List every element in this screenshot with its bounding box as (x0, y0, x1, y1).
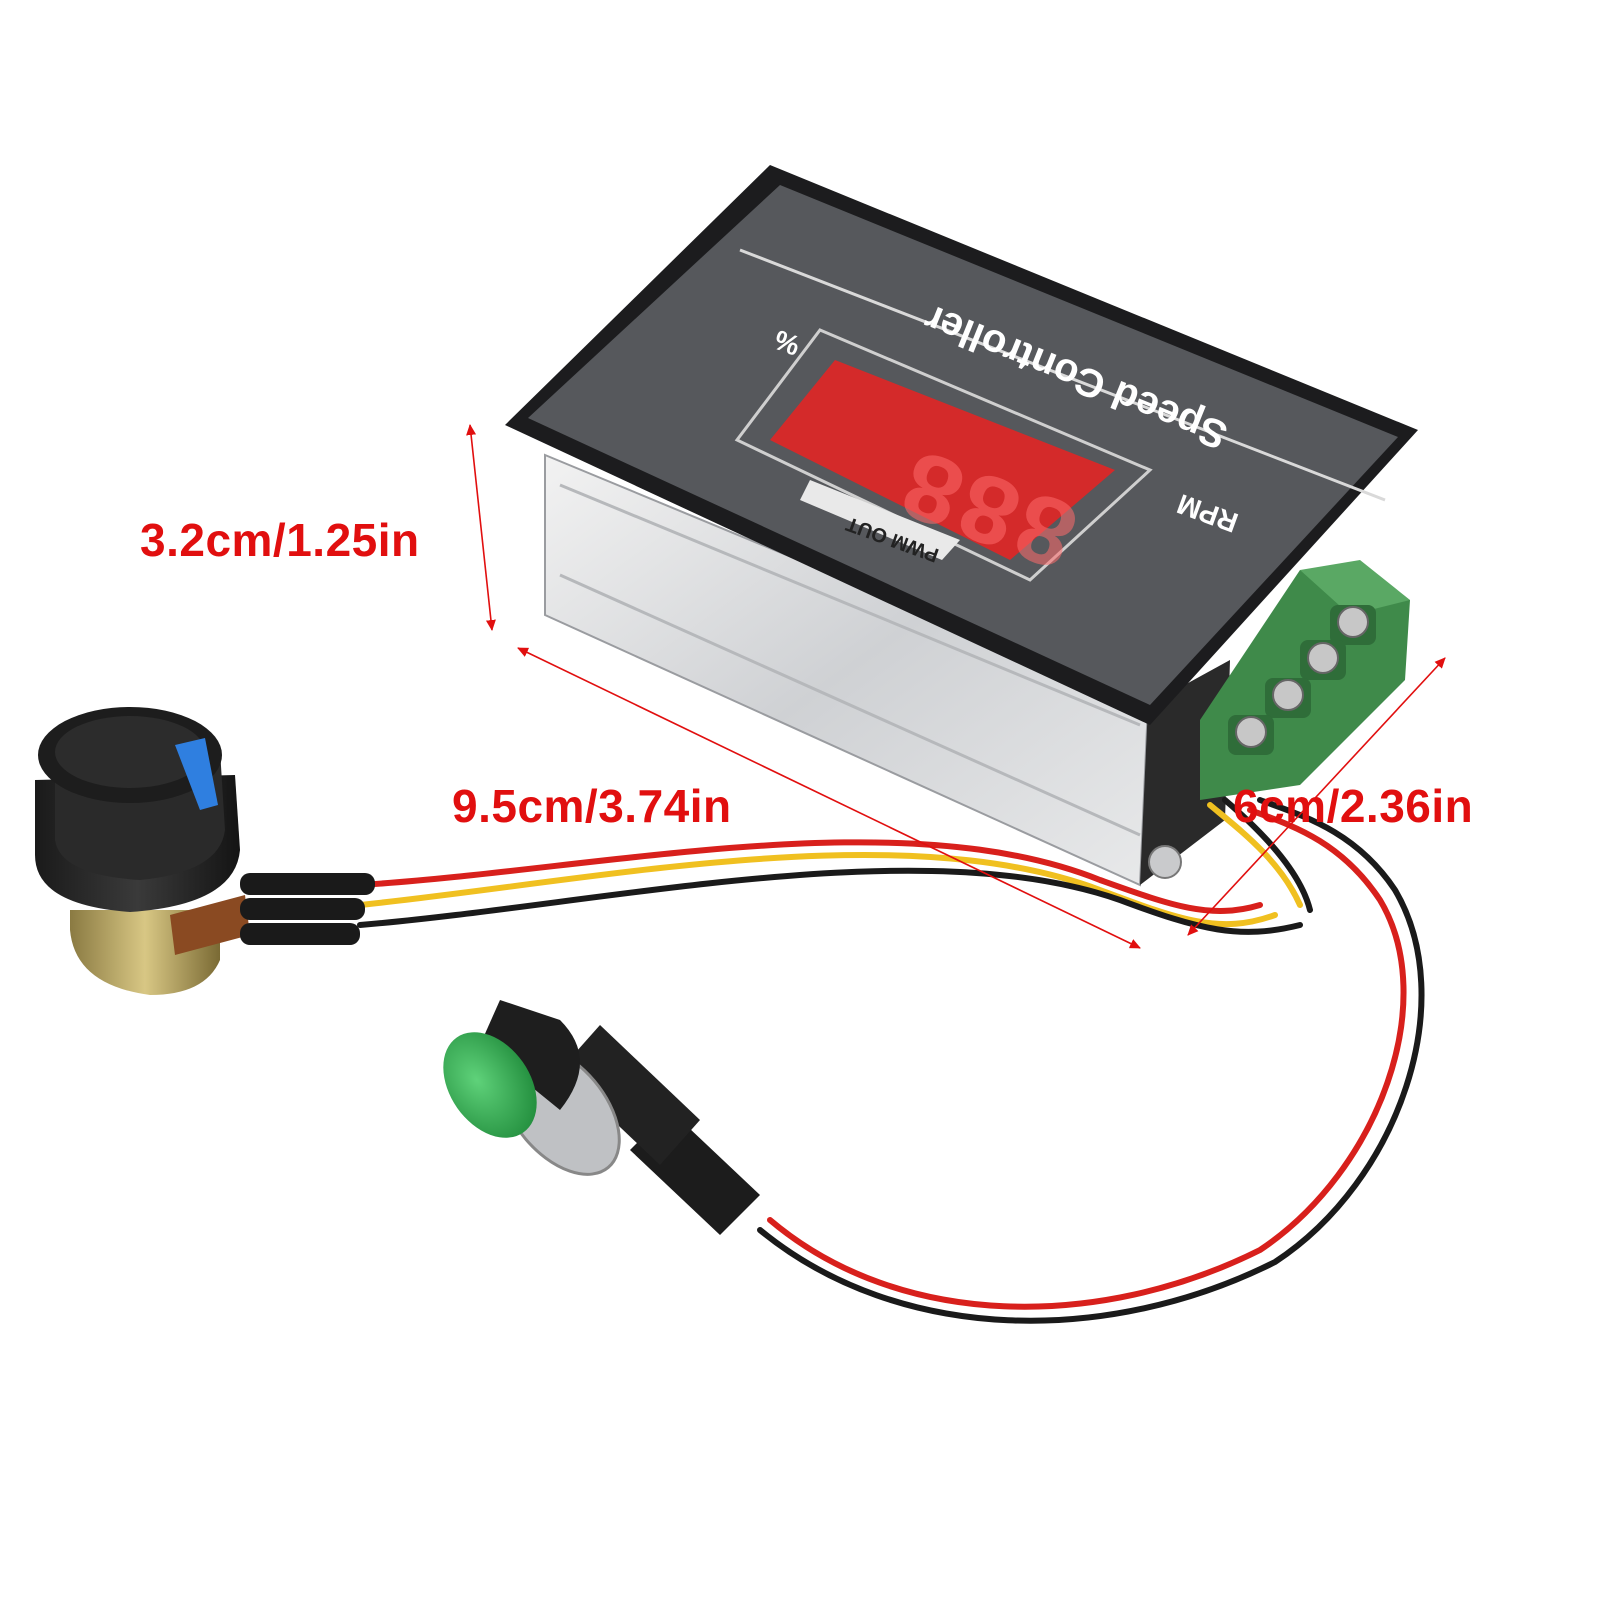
length-arrow (517, 647, 1141, 949)
green-button-cap (443, 1032, 537, 1138)
width-arrow (1187, 657, 1446, 936)
screw-icon (1148, 845, 1182, 879)
terminal-screw-icon (1337, 606, 1369, 638)
display-panel (505, 165, 1418, 725)
length-dimension-label: 9.5cm/3.74in (452, 780, 732, 832)
width-dimension-label: 6cm/2.36in (1233, 780, 1474, 832)
terminal-screw-icon (1307, 642, 1339, 674)
dimension-arrows (466, 424, 1446, 949)
led-display (770, 360, 1115, 560)
potentiometer-knob (35, 707, 375, 995)
push-button-switch (443, 1000, 760, 1235)
height-dimension-label: 3.2cm/1.25in (140, 514, 420, 566)
terminal-screw-icon (1235, 716, 1267, 748)
terminal-screw-icon (1272, 679, 1304, 711)
height-arrow (466, 424, 496, 631)
